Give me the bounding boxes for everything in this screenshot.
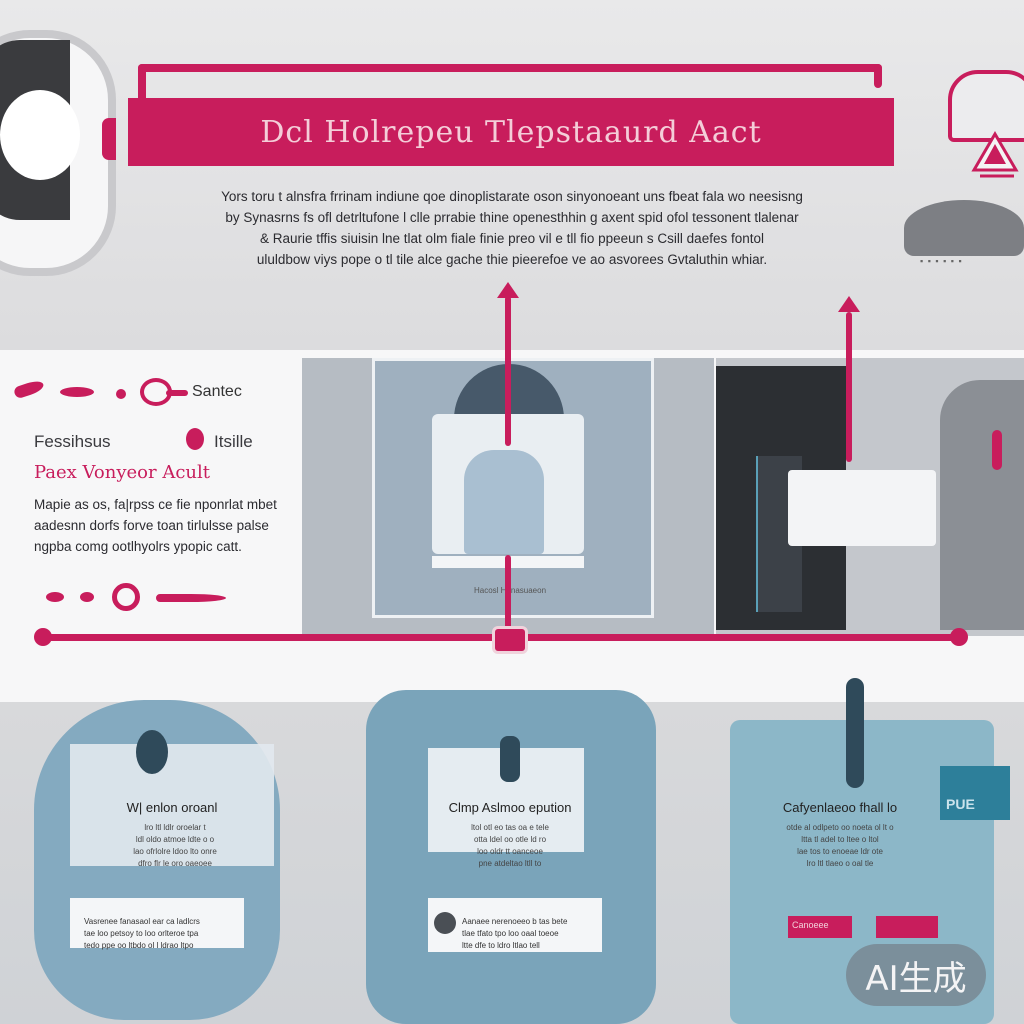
card-title: Cafyenlaeoo fhall lo xyxy=(782,800,898,815)
photo-right-figure xyxy=(940,380,1024,630)
right-figure-cap xyxy=(904,200,1024,256)
photo-right-pin xyxy=(992,430,1002,470)
intro-line: by Synasrns fs ofl detrltufone l clle pr… xyxy=(225,210,799,225)
legend-body-line: Mapie as os, fa|rpss ce fie nponrlat mbe… xyxy=(34,497,277,512)
header-rail xyxy=(138,64,882,72)
card-title: W| enlon oroanl xyxy=(126,800,218,815)
card-tag xyxy=(876,916,938,938)
card-note-line: tae loo petsoy to loo orlteroe tpa xyxy=(84,929,199,938)
card-text-line: lae tos to enoeae ldr ote xyxy=(797,847,883,856)
right-figure-detail: ▪ ▪ ▪ ▪ ▪ ▪ xyxy=(920,256,963,266)
card-note-text: Aanaee nerenoeeo b tas bete tlae tfato t… xyxy=(462,916,592,952)
photo-figure xyxy=(464,450,544,554)
timeline-endpoint xyxy=(950,628,968,646)
legend-ring-marker xyxy=(112,583,140,611)
intro-line: & Raurie tffis siuisin lne tlat olm fial… xyxy=(259,231,764,246)
card-text: ltol otl eo tas oa e tele otta ldel oo o… xyxy=(440,822,580,870)
card-note-box xyxy=(70,898,244,948)
intro-line: Yors toru t alnsfra frrinam indiune qoe … xyxy=(221,189,803,204)
card-side-label: PUE xyxy=(946,796,975,812)
warning-triangle-icon xyxy=(971,131,1019,178)
card-text-line: lro ltl ldlr oroelar t xyxy=(144,823,206,832)
card-text-line: ldl oldo atmoe ldte o o xyxy=(135,835,215,844)
legend-label: Itsille xyxy=(214,432,253,451)
header-left-tab xyxy=(102,118,116,160)
header-banner: Dcl Holrepeu Tlepstaaurd Aact xyxy=(128,98,894,166)
timeline-endpoint xyxy=(34,628,52,646)
photo-right-screen xyxy=(788,470,936,546)
card-text-line: lao ofrlolre ldoo lto onre xyxy=(133,847,217,856)
card-text: lro ltl ldlr oroelar t ldl oldo atmoe ld… xyxy=(90,822,260,870)
card-text-line: dfro flr le oro oaeoee xyxy=(138,859,212,868)
timeline-node xyxy=(492,626,528,654)
card-note-line: ltte dfe to ldro ltlao tell xyxy=(462,941,540,950)
intro-line: ululdbow viys pope o tl tile alce gache … xyxy=(256,252,768,267)
ai-generated-watermark: AI生成 xyxy=(846,944,986,1006)
header-rail-right-drop xyxy=(874,64,882,88)
card-pin xyxy=(136,730,168,774)
card-note-line: Aanaee nerenoeeo b tas bete xyxy=(462,917,568,926)
connector-line xyxy=(505,296,511,446)
card-text-line: otde al odlpeto oo noeta ol lt o xyxy=(786,823,894,832)
legend-marker xyxy=(46,592,64,602)
card-pin xyxy=(846,678,864,788)
legend-marker xyxy=(80,592,94,602)
card-note-text: Vasrenee fanasaol ear ca ladlcrs tae loo… xyxy=(84,916,234,952)
legend-marker xyxy=(186,428,204,450)
legend-marker xyxy=(116,389,126,399)
legend-label: Santec xyxy=(192,383,242,400)
card-side-panel xyxy=(940,766,1010,820)
intro-paragraph: Yors toru t alnsfra frrinam indiune qoe … xyxy=(200,186,824,270)
card-pin xyxy=(500,736,520,782)
legend-arrow-marker xyxy=(156,594,226,602)
card-tag-label: Canoeee xyxy=(792,920,829,930)
card-title: Clmp Aslmoo epution xyxy=(448,800,572,815)
card-note-line: tlae tfato tpo loo oaal toeoe xyxy=(462,929,559,938)
left-figure-head xyxy=(0,90,80,180)
card-tag xyxy=(788,916,852,938)
card-note-line: Vasrenee fanasaol ear ca ladlcrs xyxy=(84,917,200,926)
connector-line xyxy=(846,312,852,462)
card-panel xyxy=(70,744,274,866)
card-note-box xyxy=(428,898,602,952)
card-text-line: ltta tl adel to ltee o ltol xyxy=(801,835,879,844)
arrow-up-icon xyxy=(838,296,860,312)
arrow-up-icon xyxy=(497,282,519,298)
card-note-line: tedo ppe oo ltbdo ol l ldrao ltpo xyxy=(84,941,194,950)
legend-marker xyxy=(166,390,188,396)
connector-line xyxy=(505,555,511,645)
avatar xyxy=(434,912,456,934)
page-title: Dcl Holrepeu Tlepstaaurd Aact xyxy=(260,114,762,150)
card-text-line: pne atdeltao ltll to xyxy=(478,859,542,868)
watermark-text: AI生成 xyxy=(865,958,967,999)
card-text-line: lro ltl tlaeo o oal tle xyxy=(806,859,874,868)
legend-label: Fessihsus xyxy=(34,432,111,451)
card-text: otde al odlpeto oo noeta ol lt o ltta tl… xyxy=(760,822,920,870)
legend-heading: Paex Vonyeor Acult xyxy=(34,462,210,483)
card-text-line: loo oldr tt oanceoe xyxy=(477,847,543,856)
legend-body-line: aadesnn dorfs forve toan tirlulsse palse xyxy=(34,518,269,533)
right-figure-helmet xyxy=(948,70,1024,142)
legend-marker xyxy=(60,387,94,397)
card-text-line: ltol otl eo tas oa e tele xyxy=(471,823,549,832)
legend-body-line: ngpba comg ootlhyolrs ypopic catt. xyxy=(34,539,242,554)
legend-body: Mapie as os, fa|rpss ce fie nponrlat mbe… xyxy=(34,494,294,557)
card-text-line: otta ldel oo otle ld ro xyxy=(473,835,547,844)
header-rail-left-drop xyxy=(138,64,146,104)
